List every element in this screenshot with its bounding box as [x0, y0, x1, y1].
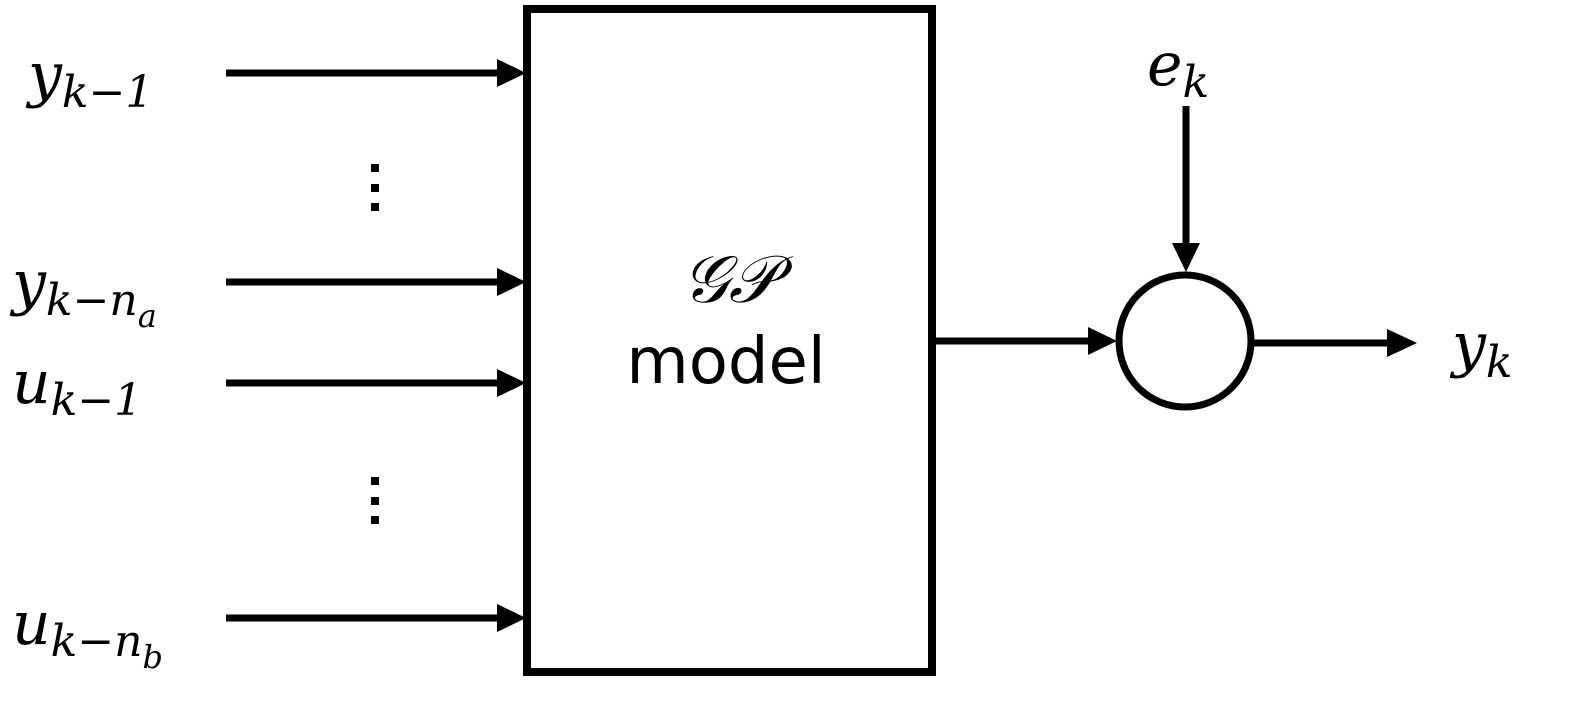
output-arrow	[1251, 329, 1417, 357]
input-label-y-k-1: yk−1	[25, 40, 153, 118]
ellipsis-dots-upper	[371, 164, 379, 211]
input-arrow-y-k-1	[226, 59, 526, 87]
input-arrow-u-k-nb	[226, 604, 526, 632]
noise-label: ek	[1147, 30, 1209, 108]
ellipsis-dots-lower	[371, 477, 379, 524]
block-output-arrow	[932, 327, 1117, 355]
gp-title: 𝒢𝒫	[682, 241, 794, 318]
input-arrow-u-k-1	[226, 369, 526, 397]
input-arrow-y-k-na	[226, 268, 526, 296]
input-label-u-k-1: uk−1	[12, 348, 142, 426]
summing-junction	[1115, 271, 1255, 411]
noise-arrow	[1172, 106, 1200, 272]
gp-subtitle: model	[626, 325, 825, 399]
output-label: yk	[1449, 310, 1513, 388]
input-label-y-k-na: yk−na	[9, 248, 157, 335]
input-label-u-k-nb: uk−nb	[12, 589, 163, 676]
